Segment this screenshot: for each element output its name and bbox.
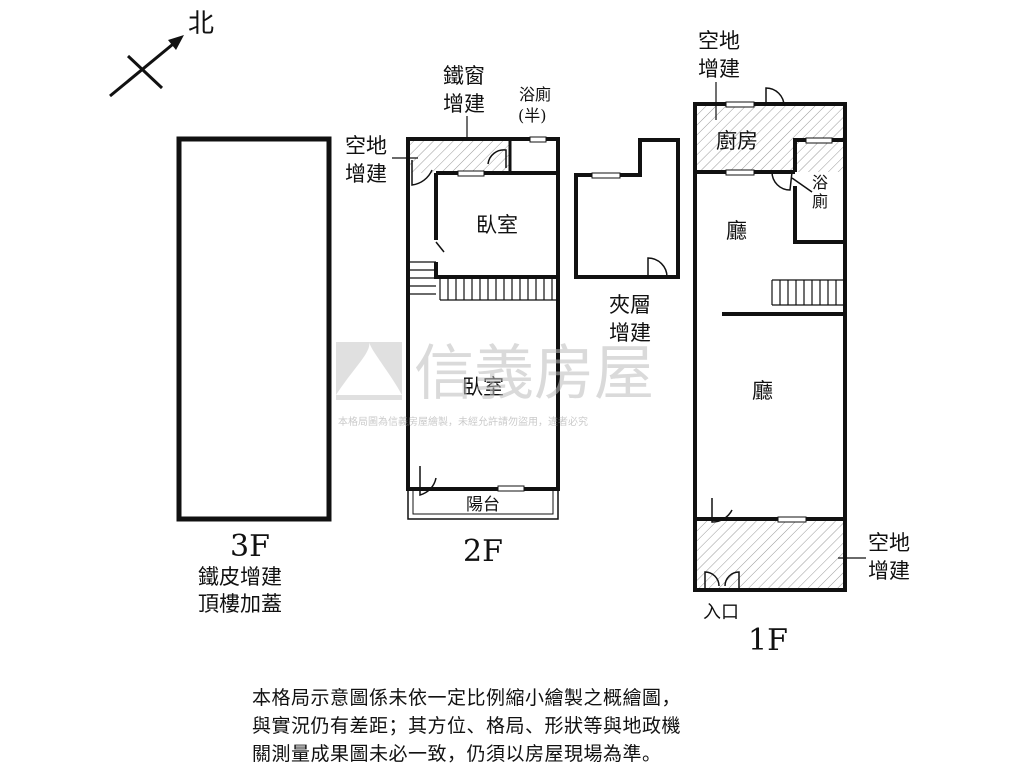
floor2-level-label: 2F [463, 534, 503, 569]
floor2-doors [411, 149, 507, 496]
floor2-iron-window-hatch [409, 141, 509, 173]
floor3-caption-line1: 鐵皮增建 [198, 565, 282, 589]
floor3-outline [176, 136, 332, 522]
floor3-caption-line2: 頂樓加蓋 [198, 592, 282, 616]
floor1-plan [693, 87, 847, 592]
floor2-windows [457, 136, 547, 492]
floor1-hall-lower: 廳 [752, 379, 773, 403]
floor2-outline [406, 137, 560, 491]
floor1-kitchen: 廚房 [716, 129, 758, 153]
north-label: 北 [188, 9, 214, 39]
floor1-outline [693, 102, 847, 592]
floor1-doors [704, 87, 813, 590]
floor1-hall-upper: 廳 [726, 219, 747, 243]
floor2-plan [406, 136, 560, 520]
floor1-front-open-line1: 空地 [868, 531, 910, 555]
floor2-iron-window-line1: 鐵窗 [443, 64, 485, 88]
floor2-open-space-line2: 增建 [345, 162, 387, 186]
mezzanine-label-line2: 增建 [609, 321, 651, 345]
floor2-iron-window-line2: 增建 [443, 92, 485, 116]
floor1-front-hatch [697, 519, 843, 588]
floor2-half-bath-line2: (半) [518, 106, 547, 125]
floor2-balcony-inner [412, 488, 554, 515]
watermark: 信義房屋 本格局圖為信義房屋繪製，未經允許請勿盜用，違者必究 [336, 339, 654, 428]
disclaimer-line1: 本格局示意圖係未依一定比例縮小繪製之概繪圖， [252, 687, 682, 709]
floor2-half-bath-line1: 浴廁 [519, 85, 551, 104]
mezzanine-label-line1: 夾層 [609, 293, 651, 317]
floor2-bedroom-lower: 臥室 [462, 375, 504, 399]
floor1-bath-line2: 廁 [812, 192, 828, 211]
disclaimer-line3: 關測量成果圖未必一致，仍須以房屋現場為準。 [252, 743, 662, 765]
watermark-brand: 信義房屋 [414, 339, 654, 409]
floor1-top-open-line1: 空地 [698, 29, 740, 53]
floor2-bedroom-upper: 臥室 [476, 213, 518, 237]
mezzanine-outline [574, 138, 680, 279]
mezzanine-door [647, 257, 668, 278]
floor1-windows [725, 101, 833, 523]
floor1-level-label: 1F [748, 623, 788, 658]
floor1-entrance: 入口 [703, 602, 739, 623]
disclaimer: 本格局示意圖係未依一定比例縮小繪製之概繪圖， 與實況仍有差距；其方位、格局、形狀… [252, 684, 812, 768]
floor2-open-space-line1: 空地 [345, 134, 387, 158]
mezzanine-window [591, 172, 621, 179]
disclaimer-line2: 與實況仍有差距；其方位、格局、形狀等與地政機 [252, 715, 682, 737]
floor1-staircase [771, 279, 845, 306]
floor2-balcony-label: 陽台 [466, 495, 500, 515]
watermark-notice: 本格局圖為信義房屋繪製，未經允許請勿盜用，違者必究 [338, 415, 588, 428]
floor3-level-label: 3F [230, 529, 270, 564]
floor1-front-open-line2: 增建 [868, 559, 910, 583]
floor2-staircase [410, 261, 558, 301]
floor1-top-open-line2: 增建 [698, 57, 740, 81]
north-arrow-icon [109, 35, 184, 98]
floor1-bath-line1: 浴 [812, 173, 828, 192]
